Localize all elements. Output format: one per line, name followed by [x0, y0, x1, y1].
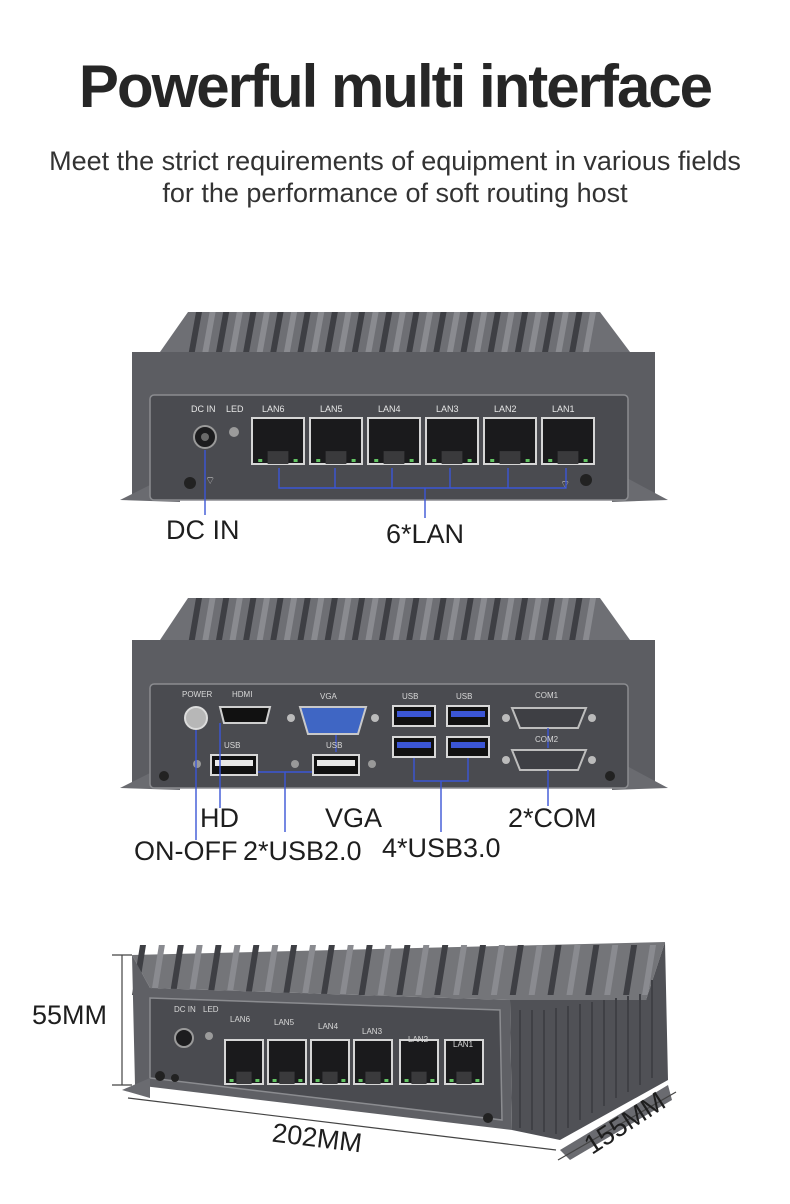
usb3-panel-label-b: USB [456, 692, 473, 701]
power-button-icon [184, 706, 208, 730]
usb3-port-icon [392, 705, 490, 758]
lan4-label: LAN4 [318, 1022, 339, 1031]
led-indicator-icon [205, 1032, 213, 1040]
dc-in-jack-icon [174, 1028, 194, 1048]
lan3-label: LAN3 [436, 404, 459, 414]
subtitle-line-1: Meet the strict requirements of equipmen… [49, 146, 741, 176]
height-dimension: 55MM [32, 1000, 108, 1030]
usb3-callout: 4*USB3.0 [382, 833, 501, 863]
dc-in-panel-label: DC IN [191, 404, 216, 414]
rear-device-illustration [120, 598, 668, 840]
com2-panel-label: COM2 [535, 735, 559, 744]
usb2-callout: 2*USB2.0 [243, 836, 362, 866]
lan6-label: LAN6 [230, 1015, 251, 1024]
vga-callout: VGA [325, 803, 383, 833]
lan5-label: LAN5 [320, 404, 343, 414]
hdmi-port-icon [218, 706, 272, 724]
dc-in-callout: DC IN [166, 515, 240, 545]
front-device-illustration: ⌔ ⌔ [120, 312, 668, 518]
lan-callout-lines [204, 450, 567, 518]
screw-icon [580, 474, 592, 486]
lan4-label: LAN4 [378, 404, 401, 414]
hd-callout: HD [200, 803, 239, 833]
svg-text:⌔: ⌔ [560, 479, 570, 491]
led-panel-label: LED [226, 404, 244, 414]
led-panel-label: LED [203, 1005, 219, 1014]
com1-panel-label: COM1 [535, 691, 559, 700]
dimension-lines [112, 954, 677, 1161]
usb3-panel-label-a: USB [402, 692, 419, 701]
lan-ports [251, 417, 595, 465]
com-callout: 2*COM [508, 803, 597, 833]
dc-in-panel-label: DC IN [174, 1005, 196, 1014]
lan-ports [224, 1039, 484, 1085]
lan1-label: LAN1 [453, 1040, 474, 1049]
led-indicator-icon [229, 427, 239, 437]
usb2-panel-label-b: USB [326, 741, 343, 750]
on-off-callout: ON-OFF [134, 836, 238, 866]
vga-panel-label: VGA [320, 692, 337, 701]
lan-count-callout: 6*LAN [386, 519, 465, 549]
lan3-label: LAN3 [362, 1027, 383, 1036]
com-port-icon [502, 707, 596, 771]
subtitle-line-2: for the performance of soft routing host [162, 178, 628, 208]
lan2-label: LAN2 [408, 1035, 429, 1044]
svg-text:⌔: ⌔ [205, 475, 215, 487]
vga-port-icon [298, 706, 368, 735]
hdmi-panel-label: HDMI [232, 690, 253, 699]
lan2-label: LAN2 [494, 404, 517, 414]
screw-icon [184, 477, 196, 489]
power-panel-label: POWER [182, 690, 213, 699]
lan6-label: LAN6 [262, 404, 285, 414]
heatsink-fins [132, 945, 656, 995]
lan1-label: LAN1 [552, 404, 575, 414]
headline: Powerful multi interface [78, 53, 713, 120]
usb2-panel-label-a: USB [224, 741, 241, 750]
rear-callout-lines [195, 723, 549, 840]
lan5-label: LAN5 [274, 1018, 295, 1027]
